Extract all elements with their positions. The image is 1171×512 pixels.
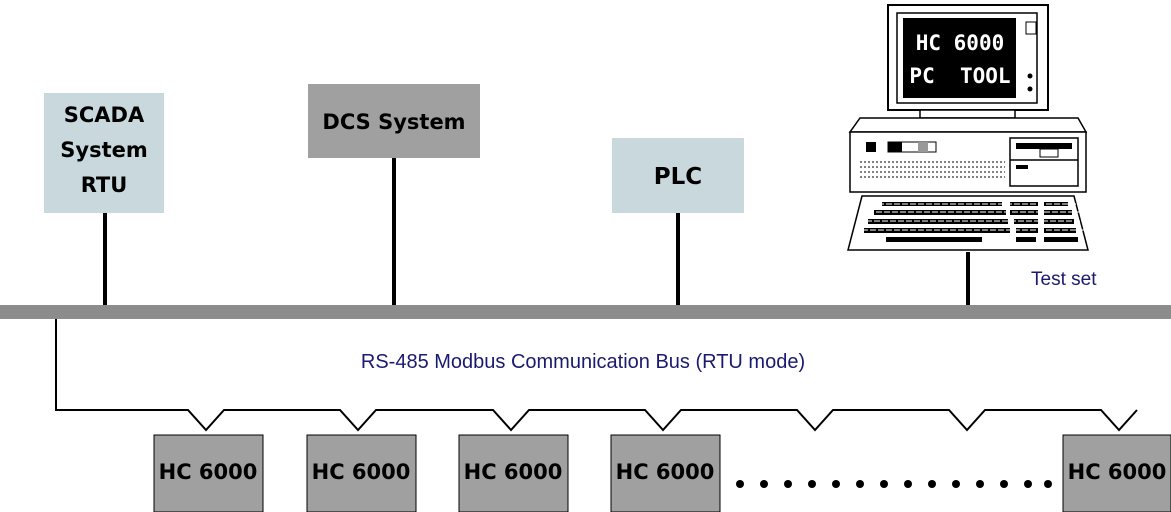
screen-line-1: HC 6000 — [916, 31, 1005, 55]
ellipsis-dots — [736, 480, 1052, 488]
plc-label: PLC — [654, 164, 702, 190]
monitor-screen — [903, 18, 1016, 98]
device-drop-line — [55, 319, 1138, 432]
device-label: HC 6000 — [159, 460, 258, 484]
monitor: HC 6000 PC TOOL — [887, 4, 1049, 119]
device-hc6000-1: HC 6000 — [153, 434, 264, 512]
monitor-button-square — [1025, 21, 1037, 35]
pc-tool-computer: HC 6000 PC TOOL — [847, 4, 1089, 251]
communication-bus-bar — [0, 305, 1171, 319]
device-hc6000-5: HC 6000 — [1062, 434, 1171, 512]
power-indicator — [866, 142, 876, 152]
monitor-knob-1 — [1027, 73, 1033, 79]
scada-line-3: RTU — [81, 173, 128, 197]
scada-line-1: SCADA — [64, 103, 145, 127]
device-hc6000-3: HC 6000 — [458, 434, 569, 512]
drive-bays — [1009, 137, 1079, 187]
device-label: HC 6000 — [616, 460, 715, 484]
dcs-label: DCS System — [322, 110, 465, 134]
test-set-caption: Test set — [1031, 269, 1097, 290]
device-hc6000-2: HC 6000 — [306, 434, 417, 512]
device-label: HC 6000 — [464, 460, 563, 484]
system-unit — [848, 117, 1088, 193]
vent-grille — [860, 161, 1005, 178]
screen-line-2: PC TOOL — [909, 64, 1010, 88]
keyboard — [847, 195, 1089, 251]
bus-label: RS-485 Modbus Communication Bus (RTU mod… — [361, 351, 805, 373]
dcs-system-box: DCS System — [308, 84, 480, 158]
device-hc6000-4: HC 6000 — [610, 434, 721, 512]
device-label: HC 6000 — [1068, 460, 1167, 484]
monitor-knob-2 — [1027, 86, 1033, 92]
scada-system-box: SCADA System RTU — [44, 93, 164, 213]
device-label: HC 6000 — [312, 460, 411, 484]
scada-line-2: System — [60, 138, 147, 162]
plc-box: PLC — [612, 138, 744, 213]
